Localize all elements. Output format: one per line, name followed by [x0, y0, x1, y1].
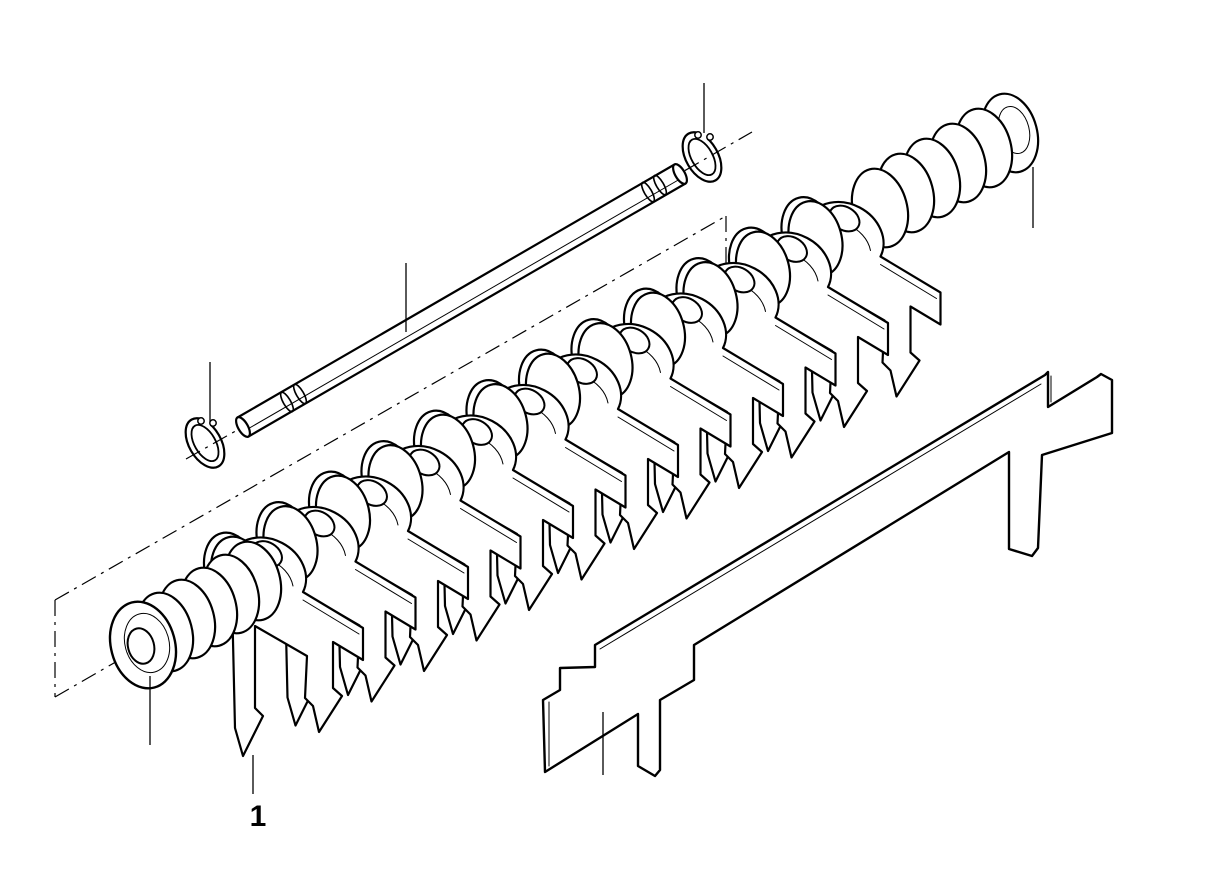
leader-lines [149, 83, 1034, 794]
shaft-collar-lower-a [279, 391, 295, 413]
shaft-rod [235, 163, 688, 438]
coil-spring-left-end [108, 534, 291, 690]
shaft-collar-upper-b [652, 174, 668, 196]
shaft-collar-lower-b [292, 383, 308, 405]
spring-bore-hole [126, 627, 156, 665]
shaft-collar-upper-a [640, 181, 656, 203]
circlip-lug [694, 131, 702, 139]
projection-box-upper [54, 215, 727, 601]
circlip-lug [197, 417, 205, 425]
circlip-lug [706, 133, 714, 141]
circlip-lug [209, 419, 217, 427]
retaining-ring-upper [681, 126, 723, 183]
notched-rail [541, 370, 1114, 778]
callout-1-label: 1 [250, 800, 267, 833]
shaft-end-cap-lower [235, 416, 251, 438]
shaft-end-cap-upper [672, 163, 688, 185]
coil-spring-right-end [842, 86, 1048, 255]
shaft-axis-upper [657, 131, 753, 187]
retaining-ring-lower [184, 412, 226, 469]
